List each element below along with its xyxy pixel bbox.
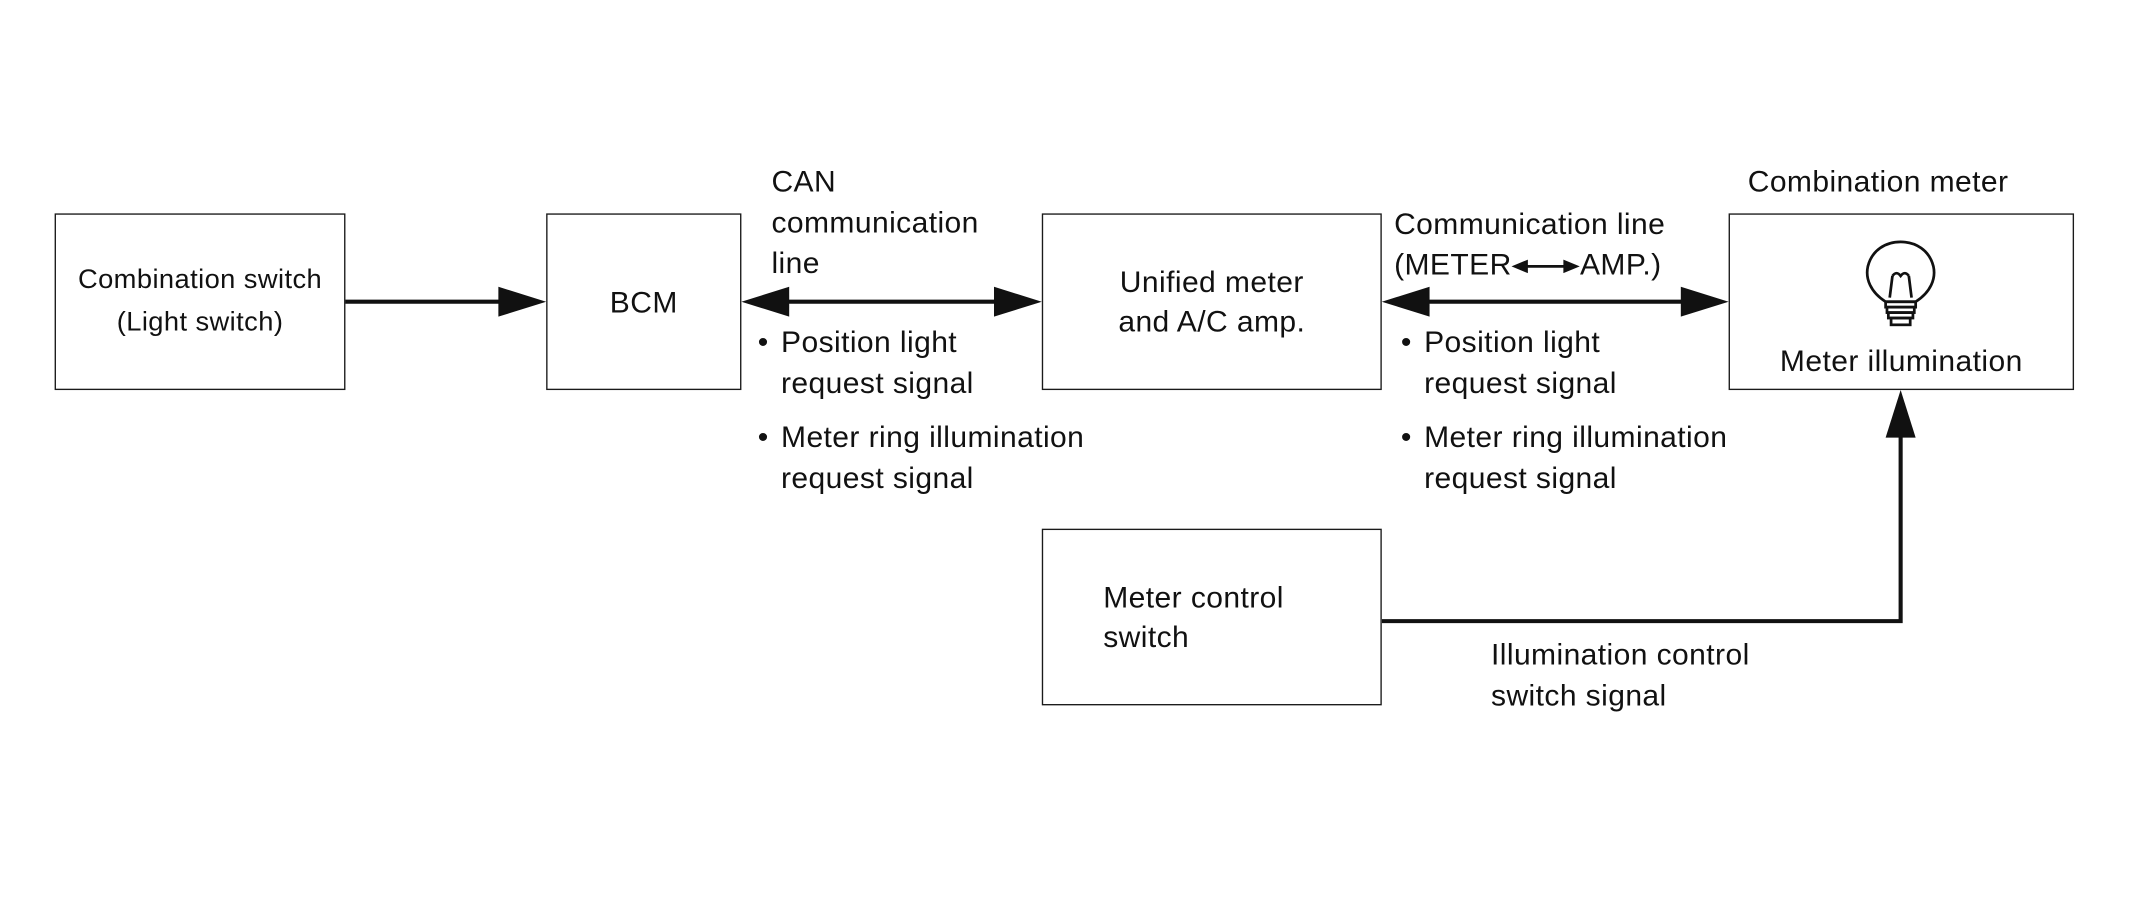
bullet-dot: • xyxy=(1400,324,1412,359)
can-line-label-3: line xyxy=(771,245,820,280)
illumination-signal-label: Illumination control switch signal xyxy=(1491,635,1750,717)
combination-meter-title: Combination meter xyxy=(1747,164,2009,199)
left-signal-1-line-2: request signal xyxy=(781,365,974,400)
double-arrow-icon xyxy=(1511,259,1580,274)
bullet-dot: • xyxy=(1400,419,1412,454)
bullet-dot: • xyxy=(757,324,769,359)
arrowhead-to-meter-comm xyxy=(1680,286,1729,317)
meter-control-switch-box: Meter control switch xyxy=(1041,528,1382,706)
can-line-label-2: communication xyxy=(771,205,979,240)
left-signal-2-line-2: request signal xyxy=(781,460,974,495)
illumination-signal-label-2: switch signal xyxy=(1491,678,1667,713)
light-bulb-icon xyxy=(1862,238,1938,337)
bullet-dot: • xyxy=(757,419,769,454)
bcm-label: BCM xyxy=(609,284,678,319)
combination-switch-box: Combination switch (Light switch) xyxy=(54,213,346,391)
comm-line-meter: (METER xyxy=(1394,247,1512,282)
illumination-signal-line xyxy=(1381,434,1903,624)
comm-line-label-2: (METER AMP.) xyxy=(1394,245,1665,286)
light-switch-label: (Light switch) xyxy=(116,307,284,338)
unified-meter-box: Unified meter and A/C amp. xyxy=(1041,213,1382,391)
left-signal-2: • Meter ring illumination request signal xyxy=(758,417,1084,499)
arrowhead-to-bcm-can xyxy=(741,286,790,317)
illumination-signal-label-1: Illumination control xyxy=(1491,637,1750,672)
unified-meter-label-1: Unified meter xyxy=(1119,265,1304,300)
comm-line-amp: AMP.) xyxy=(1579,247,1662,282)
right-signal-2-line-2: request signal xyxy=(1424,460,1617,495)
meter-control-switch-label-1: Meter control xyxy=(1103,580,1284,615)
left-signal-2-line-1: Meter ring illumination xyxy=(781,419,1085,454)
left-signal-1-line-1: Position light xyxy=(781,324,958,359)
right-signal-1-line-1: Position light xyxy=(1424,324,1601,359)
arrowhead-to-meter-illumination xyxy=(1885,390,1916,438)
bcm-box: BCM xyxy=(546,213,742,391)
arrowhead-to-unified-can xyxy=(994,286,1042,317)
comm-line-label-1: Communication line xyxy=(1394,206,1666,241)
right-signal-2: • Meter ring illumination request signal xyxy=(1401,417,1727,499)
unified-meter-label-2: and A/C amp. xyxy=(1118,304,1306,339)
meter-illumination-label: Meter illumination xyxy=(1779,343,2023,378)
can-line-label: CAN communication line xyxy=(771,162,978,284)
right-signal-1-line-2: request signal xyxy=(1424,365,1617,400)
arrowhead-to-bcm xyxy=(498,286,547,317)
meter-control-switch-label-2: switch xyxy=(1103,619,1190,654)
comm-line-label: Communication line (METER AMP.) xyxy=(1394,204,1665,286)
combination-switch-label: Combination switch xyxy=(77,265,323,295)
right-signal-1: • Position light request signal xyxy=(1401,322,1617,404)
right-signal-2-line-1: Meter ring illumination xyxy=(1424,419,1728,454)
left-signal-1: • Position light request signal xyxy=(758,322,974,404)
can-line-label-1: CAN xyxy=(771,164,837,199)
arrowhead-to-unified-comm xyxy=(1381,286,1430,317)
